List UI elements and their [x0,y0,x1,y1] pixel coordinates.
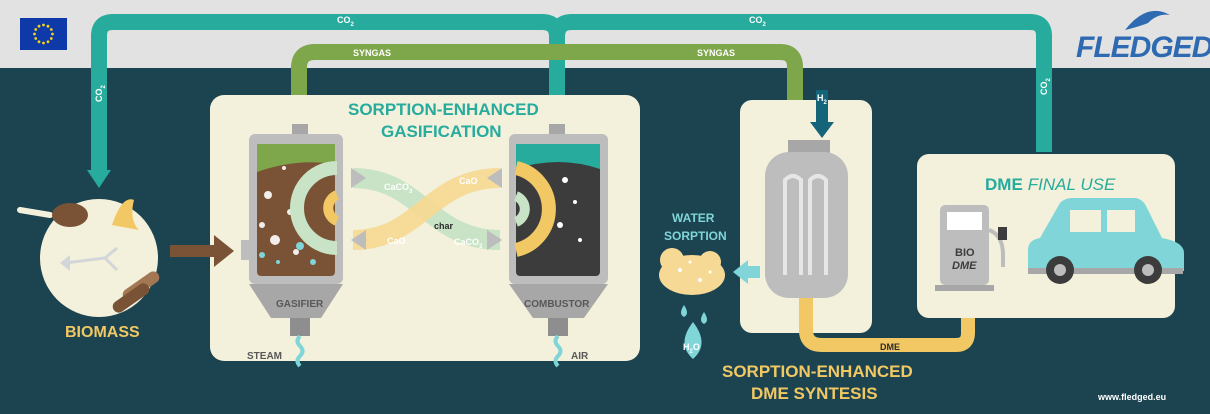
caco3-label-bottom: CaCO3 [454,237,483,250]
co2-arrow-head [87,170,111,188]
co2-label-vertical-right: CO2 [1039,78,1052,96]
dme-synthesis-title-1: SORPTION-ENHANCED [722,362,913,381]
biomass-feed-arrow [170,235,234,267]
co2-label-vertical: CO2 [94,85,107,103]
cao-label-bottom: CaO [387,236,406,246]
syngas-label-right: SYNGAS [697,48,735,58]
caco3-label-top: CaCO3 [384,182,413,195]
steam-spiral-icon [295,334,305,368]
car-icon [1028,198,1184,284]
water-drops-icon [681,305,707,359]
dme-flow-label: DME [880,342,900,352]
dme-reactor [765,140,848,298]
dme-pipe [799,298,975,352]
dme-synthesis-title-2: DME SYNTESIS [751,384,878,403]
h2-label: H2 [817,93,828,106]
char-label: char [434,221,454,231]
co2-pipe [91,13,1052,175]
air-spiral-icon [553,334,563,368]
pump-dme-label: DME [952,260,977,272]
biomass-label: BIOMASS [65,324,140,341]
solids-loop [351,168,502,250]
logo-text: FLEDGED [1076,31,1210,64]
syngas-label-left: SYNGAS [353,48,391,58]
h2-arrow-head [810,122,834,138]
gasification-title-2: GASIFICATION [381,122,502,141]
water-sorption-title-2: SORPTION [664,229,727,243]
sorbent-cloud-icon [659,248,725,295]
combustor-vessel [509,124,608,336]
h2o-label: H2O [683,342,700,355]
biomass-items-icon [17,199,160,313]
website-link[interactable]: www.fledged.eu [1097,392,1166,402]
co2-label-right: CO2 [749,15,767,28]
co2-label-left: CO2 [337,15,355,28]
cao-label-top: CaO [459,176,478,186]
water-arrow [733,260,760,284]
pump-bio-label: BIO [955,247,975,259]
combustor-label: COMBUSTOR [524,299,590,310]
eu-flag-icon [20,18,67,50]
steam-label: STEAM [247,351,282,362]
fuel-pump-icon [935,205,1007,291]
water-sorption-title-1: WATER [672,211,715,225]
air-label: AIR [571,351,589,362]
fledged-logo: FLEDGED [1076,10,1210,64]
gasifier-label: GASIFIER [276,299,324,310]
syngas-pipe [291,44,803,128]
gasification-title-1: SORPTION-ENHANCED [348,100,539,119]
gasifier-vessel [241,124,343,336]
